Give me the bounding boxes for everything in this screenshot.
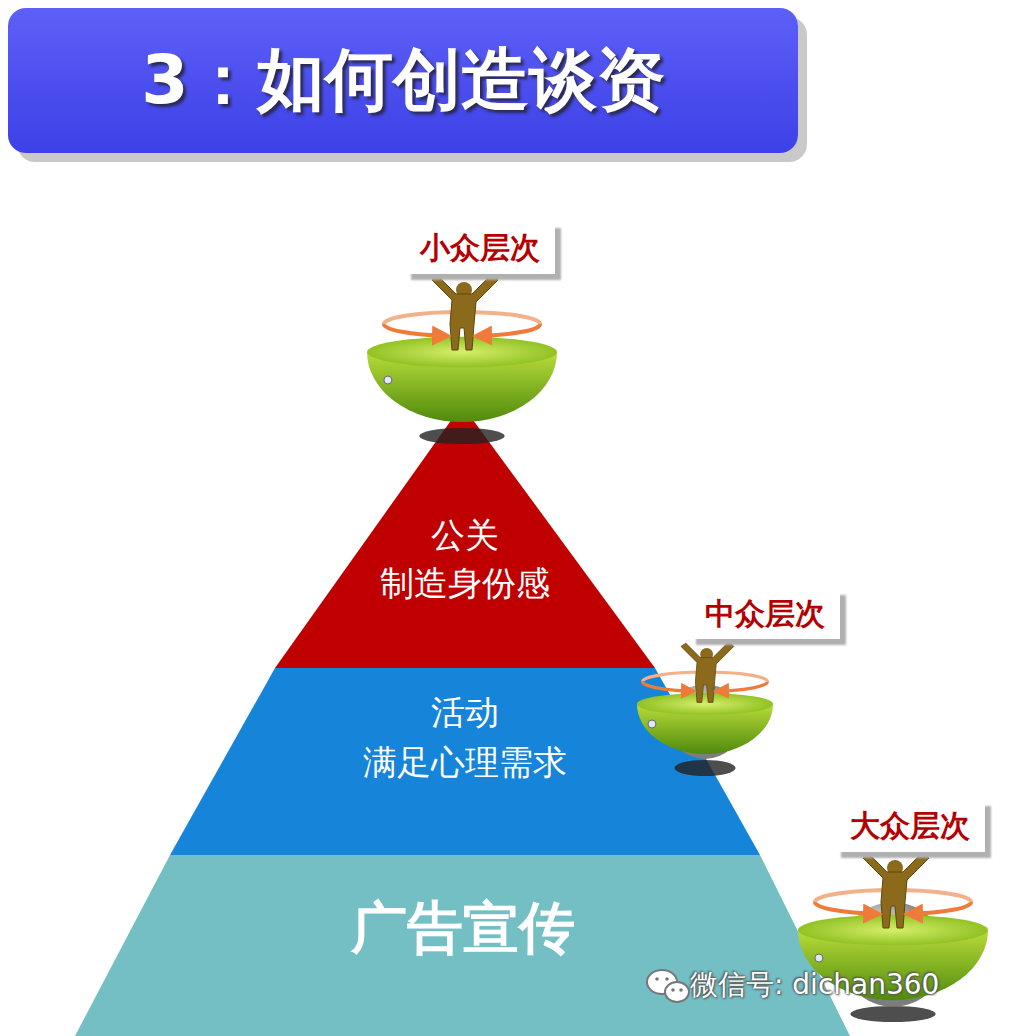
pyramid-band: 活动满足心理需求 <box>170 668 760 855</box>
dome-figure <box>637 642 773 776</box>
level-label: 中众层次 <box>690 589 840 639</box>
dome-figure <box>367 274 557 444</box>
level-label: 小众层次 <box>405 222 555 274</box>
band-heading: 活动 <box>170 691 760 734</box>
level-label: 大众层次 <box>835 800 985 852</box>
band-heading: 公关 <box>275 514 655 557</box>
band-body: 满足心理需求 <box>170 741 760 784</box>
title-text: 3：如何创造谈资 <box>141 35 664 126</box>
band-fill <box>75 855 850 1036</box>
dome-figure <box>798 852 988 1022</box>
watermark: 微信号: dichan360 <box>690 966 939 1004</box>
level-text: 大众层次 <box>850 806 970 847</box>
level-text: 中众层次 <box>705 594 825 635</box>
title-banner: 3：如何创造谈资 <box>8 8 798 153</box>
wechat-icon <box>647 970 689 1002</box>
band-body: 制造身份感 <box>275 562 655 605</box>
pyramid-band: 广告宣传 <box>75 855 850 1036</box>
pyramid-band: 公关制造身份感 <box>275 405 655 668</box>
band-fill <box>170 668 760 855</box>
band-fill <box>275 405 655 668</box>
level-text: 小众层次 <box>420 228 540 269</box>
band-heading: 广告宣传 <box>75 893 850 963</box>
